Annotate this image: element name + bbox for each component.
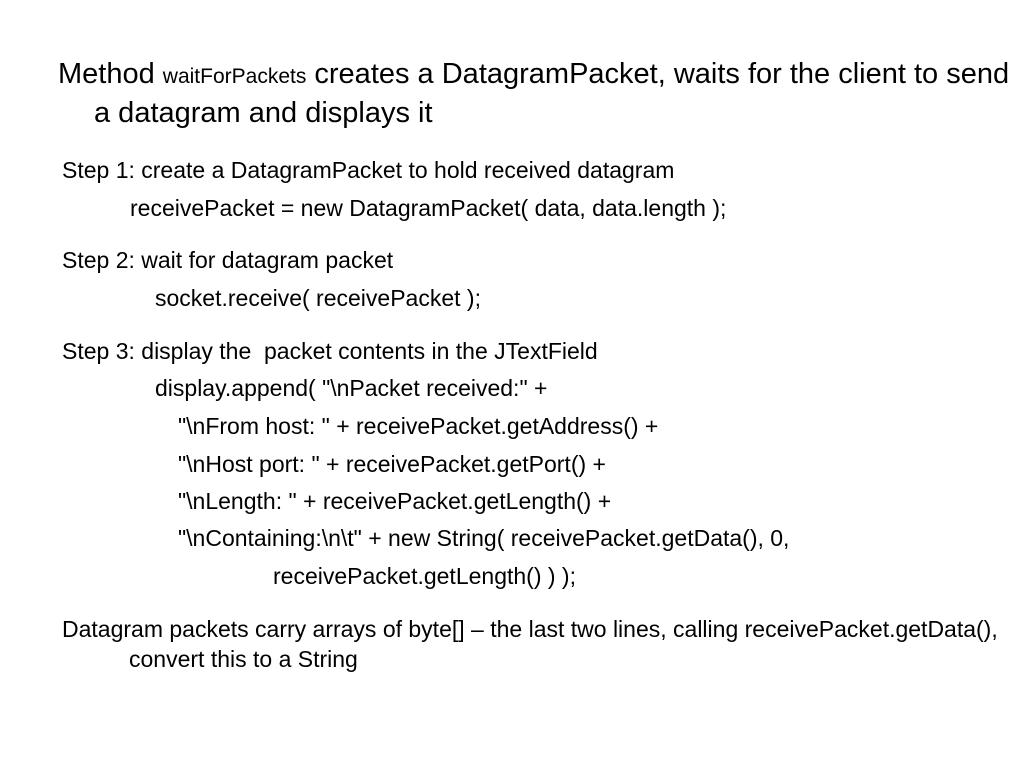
slide-heading: Method waitForPackets creates a Datagram… (58, 56, 1014, 131)
heading-prefix: Method (58, 58, 163, 90)
step-3-title: Step 3: display the packet contents in t… (62, 338, 598, 364)
step-1-code-line-1: receivePacket = new DatagramPacket( data… (130, 195, 727, 221)
step-3-code-line-2: "\nFrom host: " + receivePacket.getAddre… (178, 413, 659, 439)
heading-method-name: waitForPackets (162, 65, 307, 88)
footer-note: Datagram packets carry arrays of byte[] … (62, 616, 998, 672)
heading-rest: creates a DatagramPacket, waits for the … (94, 58, 1010, 129)
step-3-code-line-3: "\nHost port: " + receivePacket.getPort(… (178, 451, 606, 477)
step-2-code-line-1: socket.receive( receivePacket ); (155, 285, 481, 311)
step-3-code-line-6: receivePacket.getLength() ) ); (273, 563, 576, 589)
step-3-code-line-4: "\nLength: " + receivePacket.getLength()… (178, 488, 612, 514)
step-3-code-line-1: display.append( "\nPacket received:" + (155, 375, 548, 401)
step-2-title: Step 2: wait for datagram packet (62, 247, 394, 273)
step-3-code-line-5: "\nContaining:\n\t" + new String( receiv… (178, 525, 790, 551)
step-1-title: Step 1: create a DatagramPacket to hold … (62, 157, 675, 183)
